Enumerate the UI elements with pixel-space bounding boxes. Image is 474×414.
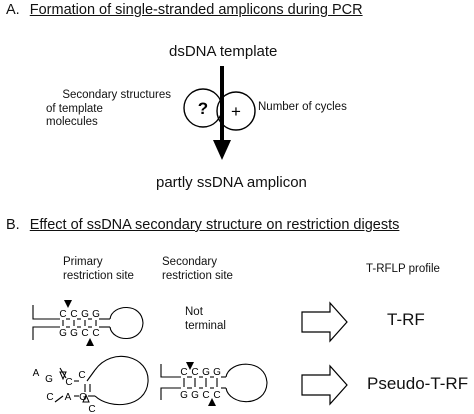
primary-site-hairpin [32, 305, 144, 340]
base-c: C [191, 367, 198, 378]
section-b-title-text: Effect of ssDNA secondary structure on r… [29, 217, 400, 233]
t-rf-result: T-RF [387, 310, 425, 329]
base-c: C [92, 328, 99, 339]
primary-site-header: Primary restriction site [63, 256, 134, 283]
primary-site-bases: C C G G G G C C [59, 309, 100, 339]
base-g: G [180, 390, 188, 401]
base-c: C [180, 367, 187, 378]
base-g: G [59, 328, 67, 339]
secondary-site-bases: C C G G G G C C [180, 367, 221, 401]
base-c: C [78, 370, 85, 381]
base-g: G [191, 390, 199, 401]
primary-site-line2: restriction site [63, 269, 134, 282]
secondary-cut-marker-bottom [208, 398, 216, 406]
plus-circle: + [216, 91, 256, 131]
base-c: C [213, 390, 220, 401]
trflp-profile-header: T-RFLP profile [366, 263, 440, 275]
secondary-structures-line1: Secondary structures [62, 89, 171, 101]
secondary-site-hairpin [160, 363, 268, 403]
section-a-title-text: Formation of single-stranded amplicons d… [29, 2, 363, 18]
unpaired-bases: A G C C C A G C [33, 368, 96, 414]
not-terminal-line2: terminal [185, 319, 226, 332]
base-c: C [59, 309, 66, 320]
base-a: A [33, 368, 40, 379]
unpaired-loop-structure [54, 355, 149, 406]
secondary-site-header: Secondary restriction site [162, 256, 233, 283]
secondary-site-line1: Secondary [162, 256, 217, 268]
result-arrow-row1 [301, 301, 348, 343]
no-cut-marker-bottom [82, 393, 90, 403]
base-c: C [88, 404, 95, 414]
base-c: C [65, 377, 72, 388]
secondary-structures-line2: of template [46, 102, 103, 115]
base-c: C [81, 328, 88, 339]
secondary-structures-line3: molecules [46, 116, 98, 128]
secondary-cut-marker-top [186, 362, 194, 370]
number-of-cycles-label: Number of cycles [258, 101, 347, 113]
base-g: G [92, 309, 100, 320]
base-c: C [46, 392, 53, 403]
section-a-letter: A. [6, 2, 20, 18]
base-g: G [70, 328, 78, 339]
base-g: G [79, 392, 87, 403]
not-terminal-label: Not terminal [185, 306, 226, 333]
secondary-site-line2: restriction site [162, 269, 233, 282]
base-g: G [202, 367, 210, 378]
secondary-structures-label: Secondary structures of template molecul… [33, 89, 171, 130]
question-symbol: ? [198, 99, 208, 118]
base-g: G [45, 374, 53, 385]
plus-symbol: + [231, 102, 241, 121]
section-a-title: A. Formation of single-stranded amplicon… [6, 2, 363, 18]
cut-marker-bottom [86, 338, 94, 346]
section-b-letter: B. [6, 217, 20, 233]
ssdna-amplicon-label: partly ssDNA amplicon [156, 174, 307, 191]
base-c: C [70, 309, 77, 320]
base-g: G [81, 309, 89, 320]
base-g: G [213, 367, 221, 378]
no-cut-marker-top [59, 371, 67, 381]
question-circle: ? [183, 88, 223, 128]
primary-site-line1: Primary [63, 256, 103, 268]
section-b-title: B. Effect of ssDNA secondary structure o… [6, 217, 399, 233]
not-terminal-line1: Not [185, 306, 203, 318]
base-c: C [202, 390, 209, 401]
dsdna-template-label: dsDNA template [169, 43, 278, 60]
cut-marker-top [64, 300, 72, 308]
result-arrow-row2 [301, 364, 348, 406]
base-a: A [65, 392, 72, 403]
pseudo-t-rf-result: Pseudo-T-RF [367, 374, 469, 393]
